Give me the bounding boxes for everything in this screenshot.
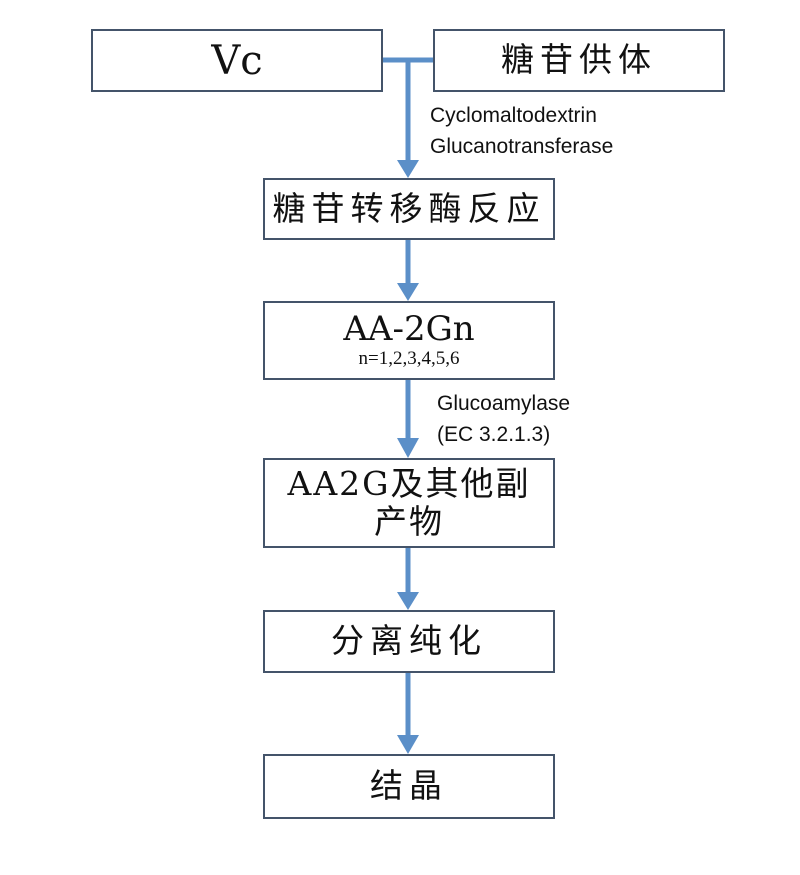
- node-aa2gn-sublabel: n=1,2,3,4,5,6: [358, 347, 460, 369]
- node-aa2g-byproducts: AA2G及其他副 产物: [263, 458, 555, 548]
- node-vc: Vc: [91, 29, 383, 92]
- edge-label-enzyme2: Glucoamylase (EC 3.2.1.3): [437, 388, 570, 450]
- edge-label-enzyme1-line2: Glucanotransferase: [430, 135, 614, 158]
- edge-label-enzyme2-line2: (EC 3.2.1.3): [437, 423, 551, 446]
- arrowhead-2: [397, 283, 419, 301]
- node-enzyme-reaction: 糖苷转移酶反应: [263, 178, 555, 240]
- node-purification: 分离纯化: [263, 610, 555, 673]
- edge-label-enzyme2-line1: Glucoamylase: [437, 392, 571, 415]
- node-crystallization-label: 结晶: [370, 766, 448, 806]
- node-crystallization: 结晶: [263, 754, 555, 819]
- arrowhead-1: [397, 160, 419, 178]
- node-vc-label: Vc: [211, 37, 263, 84]
- node-aa2gn: AA-2Gn n=1,2,3,4,5,6: [263, 301, 555, 380]
- arrowhead-4: [397, 592, 419, 610]
- node-enzyme-reaction-label: 糖苷转移酶反应: [272, 188, 546, 228]
- edge-label-enzyme1: Cyclomaltodextrin Glucanotransferase: [430, 100, 613, 162]
- node-aa2g-line1: AA2G及其他副: [287, 464, 531, 504]
- arrowhead-3: [397, 438, 419, 458]
- node-purification-label: 分离纯化: [331, 621, 487, 661]
- node-aa2g-line2: 产物: [374, 502, 444, 541]
- node-aa2gn-label: AA-2Gn: [343, 308, 475, 349]
- edge-label-enzyme1-line1: Cyclomaltodextrin: [430, 104, 597, 127]
- arrowhead-5: [397, 735, 419, 754]
- node-glycoside-donor: 糖苷供体: [433, 29, 725, 92]
- node-glycoside-donor-label: 糖苷供体: [501, 40, 657, 80]
